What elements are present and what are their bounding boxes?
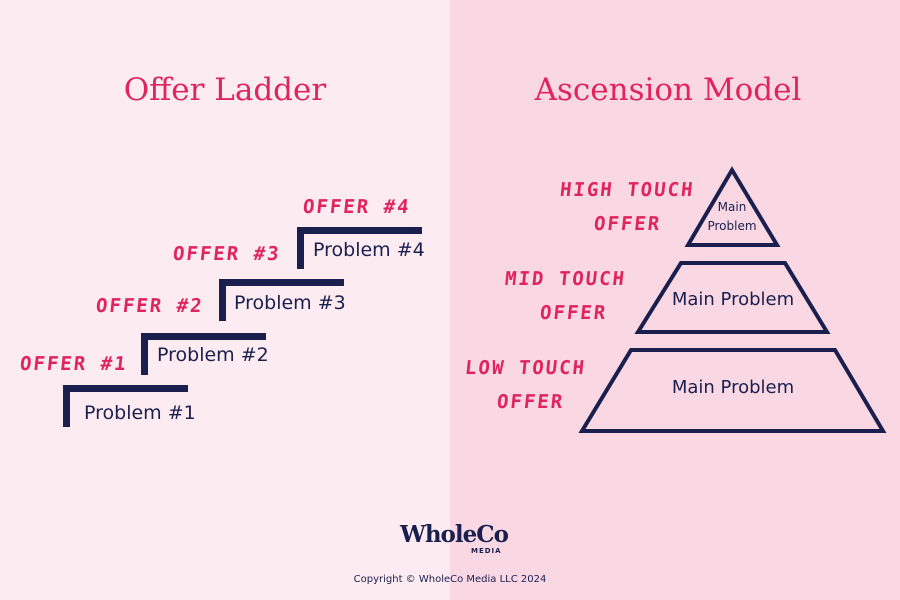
problem-3: Problem #3 xyxy=(234,292,346,314)
pyramid-middle xyxy=(634,261,831,334)
step-1-tread xyxy=(63,385,188,392)
high-touch-offer: OFFER xyxy=(592,213,663,235)
pyramid-bottom xyxy=(578,348,887,433)
problem-1: Problem #1 xyxy=(84,402,196,424)
step-4-riser xyxy=(297,227,304,269)
wholeco-logo: WholeCo xyxy=(400,521,509,548)
tier-low-text: Main Problem xyxy=(671,377,795,398)
high-touch-label: HIGH TOUCH xyxy=(558,179,696,201)
ascension-model-title: Ascension Model xyxy=(534,72,802,108)
step-2-riser xyxy=(141,333,148,375)
low-touch-label: LOW TOUCH xyxy=(463,357,588,379)
copyright: Copyright © WholeCo Media LLC 2024 xyxy=(353,574,547,585)
step-3-riser xyxy=(219,279,226,321)
problem-2: Problem #2 xyxy=(157,344,269,366)
pyramid-top xyxy=(684,166,781,247)
step-1-riser xyxy=(63,385,70,427)
low-touch-offer: OFFER xyxy=(495,391,566,413)
mid-touch-offer: OFFER xyxy=(538,302,609,324)
step-3-tread xyxy=(219,279,344,286)
right-panel xyxy=(450,0,900,600)
step-2-tread xyxy=(141,333,266,340)
mid-touch-label: MID TOUCH xyxy=(503,268,628,290)
logo-sub: MEDIA xyxy=(471,547,502,555)
tier-mid-text: Main Problem xyxy=(671,289,795,310)
offer-ladder-title: Offer Ladder xyxy=(123,72,327,108)
step-4-tread xyxy=(297,227,422,234)
tier-high-text: Main Problem xyxy=(707,200,757,233)
problem-4: Problem #4 xyxy=(313,239,425,261)
